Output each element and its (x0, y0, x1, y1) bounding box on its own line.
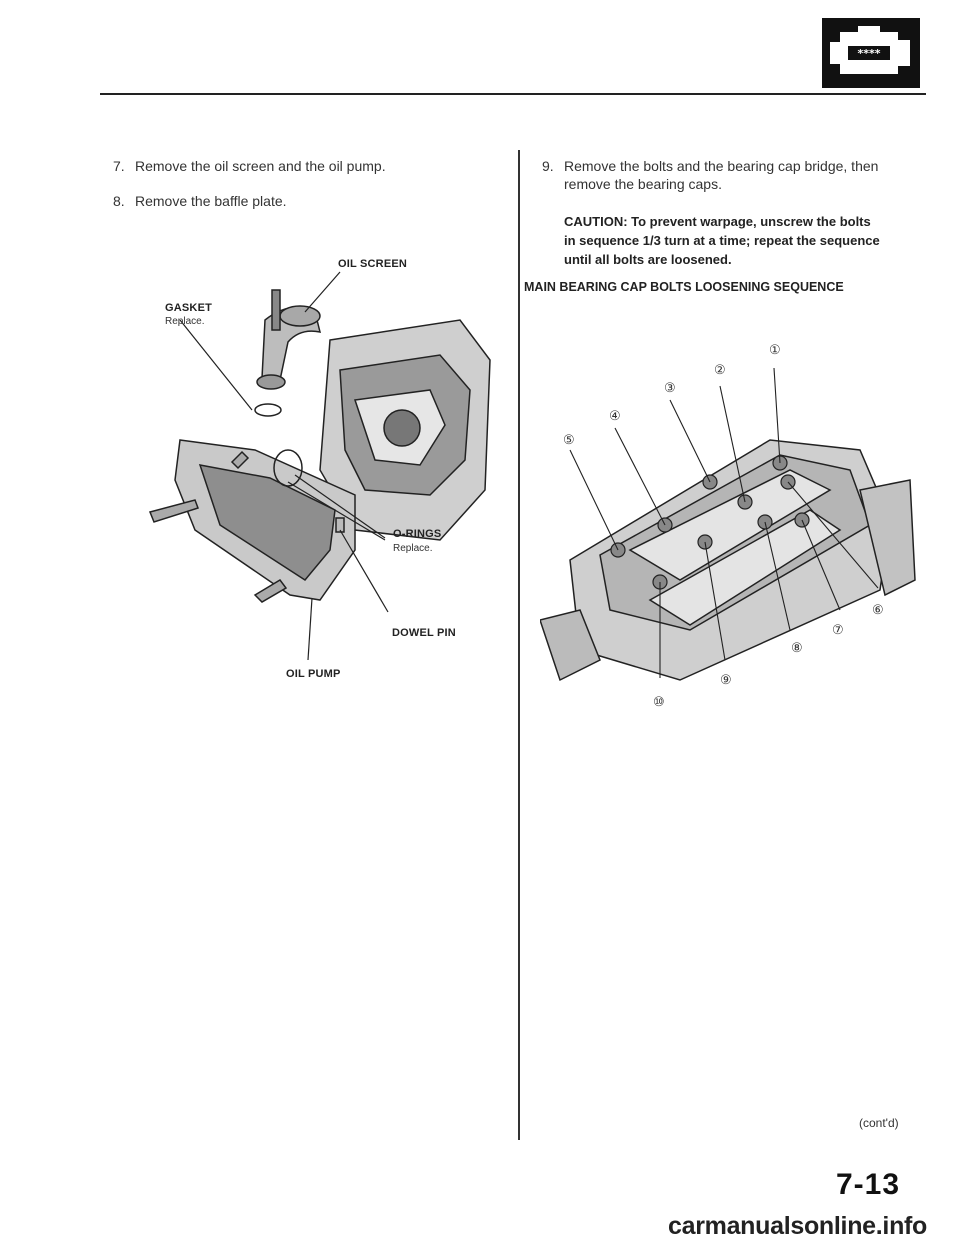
callout-10: ⑩ (653, 694, 665, 709)
callout-3: ③ (664, 380, 676, 395)
column-divider (518, 150, 520, 1140)
engine-section-icon: **** (822, 18, 920, 88)
step-9-cont: remove the bearing caps. (564, 176, 722, 192)
callout-7: ⑦ (832, 622, 844, 637)
label-o-rings: O-RINGS (393, 528, 442, 540)
caution-line-3: until all bolts are loosened. (564, 252, 732, 267)
step-9: 9.Remove the bolts and the bearing cap b… (542, 158, 879, 174)
label-gasket-note: Replace. (165, 316, 205, 327)
callout-6: ⑥ (872, 602, 884, 617)
engine-icon-text: **** (857, 47, 880, 60)
label-oil-screen: OIL SCREEN (338, 258, 408, 270)
label-oil-pump: OIL PUMP (286, 668, 341, 680)
callout-8: ⑧ (791, 640, 803, 655)
callout-1: ① (769, 342, 781, 357)
header-rule (100, 93, 926, 95)
label-o-rings-note: Replace. (393, 543, 433, 554)
label-gasket: GASKET (165, 302, 213, 314)
bearing-cap-illustration (540, 367, 916, 682)
step-8: 8.Remove the baffle plate. (113, 193, 287, 209)
caution-line-2: in sequence 1/3 turn at a time; repeat t… (564, 233, 880, 248)
step-7: 7.Remove the oil screen and the oil pump… (113, 158, 386, 174)
page-number: 7-13 (836, 1168, 901, 1201)
sequence-title: MAIN BEARING CAP BOLTS LOOSENING SEQUENC… (524, 280, 844, 294)
caution-line-1: CAUTION: To prevent warpage, unscrew the… (564, 214, 871, 229)
callout-2: ② (714, 362, 726, 377)
continued-note: (cont'd) (859, 1116, 899, 1130)
oil-pump-illustration (148, 271, 491, 661)
callout-5: ⑤ (563, 432, 575, 447)
label-dowel-pin: DOWEL PIN (392, 627, 456, 639)
watermark: carmanualsonline.info (668, 1212, 928, 1240)
callout-4: ④ (609, 408, 621, 423)
callout-9: ⑨ (720, 672, 732, 687)
